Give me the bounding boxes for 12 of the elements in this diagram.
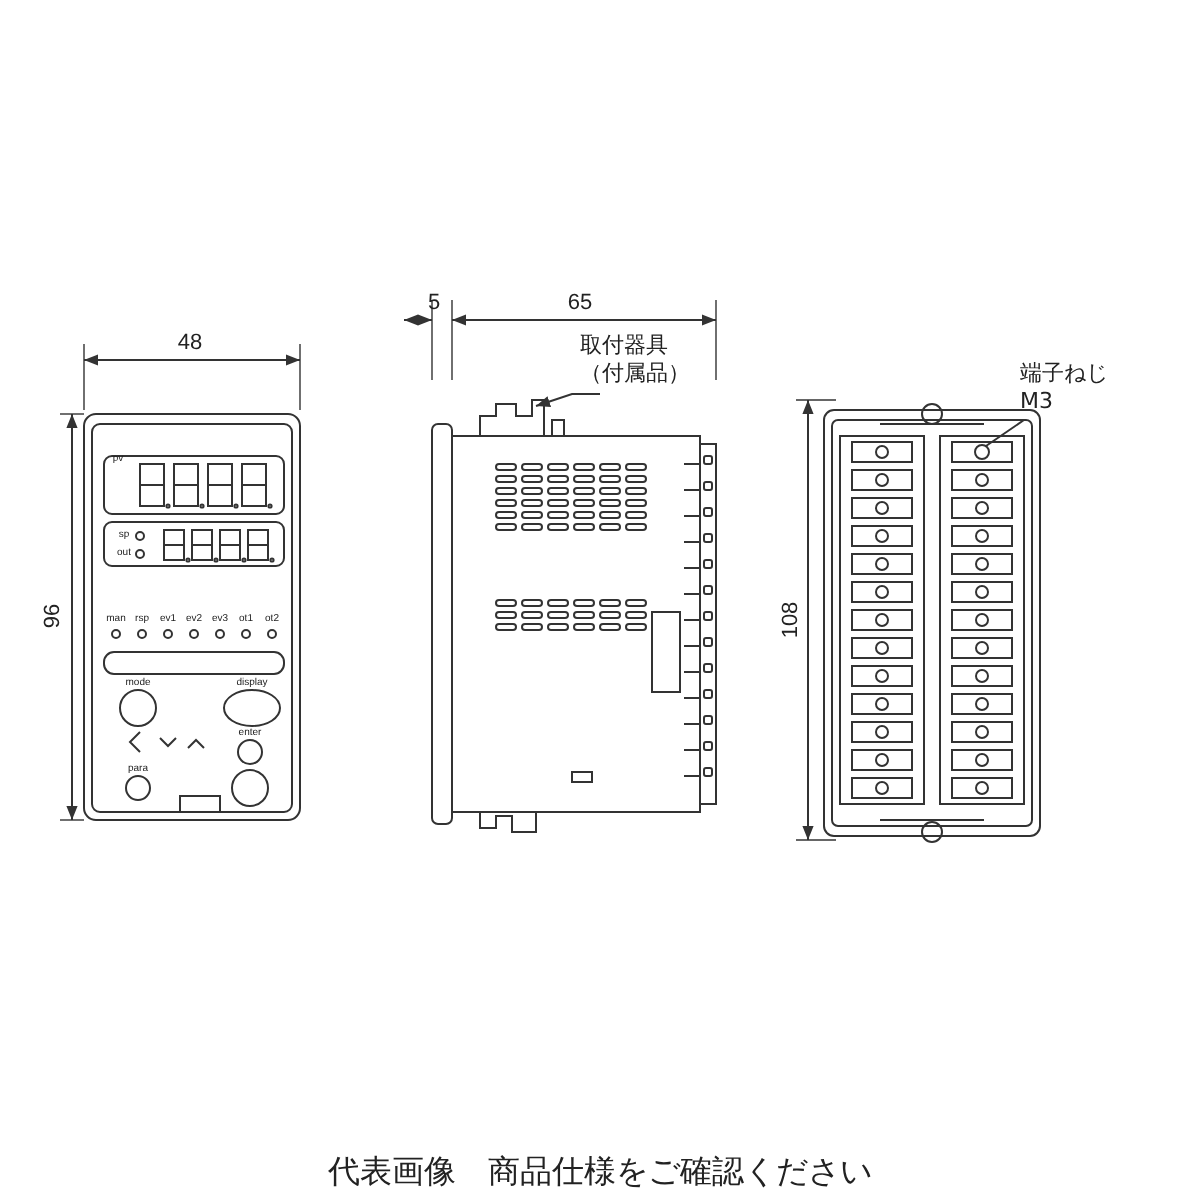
dimension-value: 65 [567, 293, 593, 315]
dimension-value: 108 [781, 601, 803, 639]
dimension-value: 48 [177, 333, 203, 355]
leader-line [535, 393, 601, 407]
mounting-bracket [479, 399, 565, 437]
dimension-value: 5 [427, 293, 441, 315]
dimension-value: 96 [43, 603, 65, 629]
callout-text: 端子ねじ M3 [1020, 360, 1112, 416]
terminal-screw [974, 444, 990, 460]
caption: 代表画像 商品仕様をご確認ください [328, 1156, 872, 1188]
callout-text: 取付器具 （付属品） [580, 332, 724, 388]
leader-line [985, 419, 1025, 447]
